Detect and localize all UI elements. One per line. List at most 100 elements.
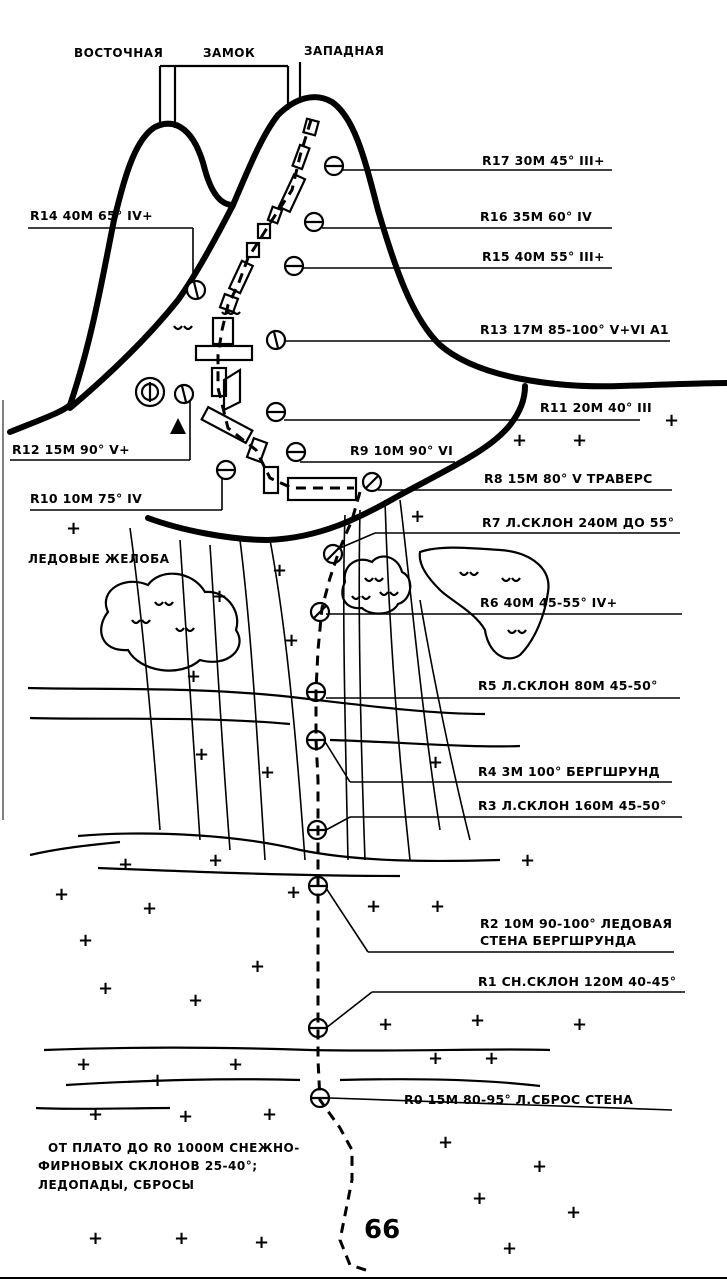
station-r17 [323, 155, 345, 177]
plus-symbol: + [98, 978, 113, 999]
label-r15: R15 40M 55° III+ [482, 249, 605, 264]
snow-icon-upper [173, 325, 193, 331]
tent-triangle [170, 418, 186, 434]
label-r11: R11 20M 40° III [540, 400, 652, 415]
label-r2-line1: R2 10M 90-100° ЛЕДОВАЯ [480, 916, 672, 931]
plus-symbol: + [378, 1014, 393, 1035]
plus-symbol: + [186, 666, 201, 687]
plus-symbol: + [502, 1238, 517, 1259]
note-line1: ОТ ПЛАТО ДО R0 1000M СНЕЖНО- [48, 1141, 300, 1155]
plus-symbol: + [228, 1054, 243, 1075]
label-r13: R13 17M 85-100° V+VI A1 [480, 322, 669, 337]
station-r14 [185, 279, 207, 301]
plus-symbol: + [572, 430, 587, 451]
terrain-lines [27, 686, 551, 1110]
plus-symbol: + [78, 930, 93, 951]
upper-route [194, 117, 358, 502]
plus-symbol: + [430, 896, 445, 917]
note-line2: ФИРНОВЫХ СКЛОНОВ 25-40°; [38, 1159, 258, 1173]
station-r11 [265, 401, 287, 423]
east-peak-ridge [7, 120, 236, 435]
ice-chute-lines [129, 499, 471, 861]
label-r12: R12 15M 90° V+ [12, 442, 130, 457]
plus-symbol: + [286, 882, 301, 903]
plus-symbol: + [272, 560, 287, 581]
plus-symbol: + [150, 1070, 165, 1091]
plus-symbol: + [174, 1228, 189, 1249]
label-r8: R8 15M 80° V ТРАВЕРС [484, 471, 653, 486]
belay-stations [173, 155, 383, 1109]
page-number: 66 [364, 1215, 400, 1245]
label-r3: R3 Л.СКЛОН 160М 45-50° [478, 798, 667, 813]
plus-symbol: + [254, 1232, 269, 1253]
plus-symbol: + [472, 1188, 487, 1209]
plus-symbol: + [118, 854, 133, 875]
plus-symbol: + [54, 884, 69, 905]
plus-symbol: + [178, 1106, 193, 1127]
label-r14: R14 40M 65° IV+ [30, 208, 153, 223]
leader-lines [10, 169, 685, 1111]
peak-label-castle: ЗАМОК [203, 46, 255, 60]
plus-symbol: + [88, 1228, 103, 1249]
plus-symbol: + [512, 430, 527, 451]
station-r12 [173, 383, 195, 405]
plus-symbol: + [428, 752, 443, 773]
plus-symbol: + [484, 1048, 499, 1069]
label-r10: R10 10M 75° IV [30, 491, 142, 506]
plus-symbol: + [532, 1156, 547, 1177]
label-r4: R4 3M 100° БЕРГШРУНД [478, 764, 660, 779]
plus-symbol: + [470, 1010, 485, 1031]
station-r9 [285, 441, 307, 463]
plus-symbol: + [520, 850, 535, 871]
label-ice-chutes: ЛЕДОВЫЕ ЖЕЛОБА [28, 552, 170, 566]
upper-route-line [216, 119, 354, 490]
label-r1: R1 СН.СКЛОН 120М 40-45° [478, 974, 676, 989]
label-r6: R6 40M 45-55° IV+ [480, 595, 617, 610]
label-r16: R16 35M 60° IV [480, 209, 592, 224]
plus-symbol: + [142, 898, 157, 919]
plus-symbol: + [188, 990, 203, 1011]
station-r10 [215, 459, 237, 481]
bivouac-marker [134, 376, 166, 408]
plus-symbol: + [88, 1104, 103, 1125]
plus-symbol: + [194, 744, 209, 765]
plus-symbol: + [410, 506, 425, 527]
plus-symbol: + [366, 896, 381, 917]
station-r13 [265, 329, 287, 351]
plateau-plus-signs: + + + + + + + + + + + + + + + + + + + + + + + + + + + + + + + + + + + + + + + +… [54, 410, 679, 1259]
label-r7: R7 Л.СКЛОН 240М ДО 55° [482, 515, 674, 530]
peak-label-west: ЗАПАДНАЯ [304, 44, 384, 58]
label-r0: R0 15M 80-95° Л.СБРОС СТЕНА [404, 1092, 633, 1107]
station-r8 [361, 471, 383, 493]
station-r6 [309, 601, 331, 623]
label-r9: R9 10M 90° VI [350, 443, 453, 458]
note-line3: ЛЕДОПАДЫ, СБРОСЫ [38, 1178, 194, 1192]
plus-symbol: + [572, 1014, 587, 1035]
label-r17: R17 30M 45° III+ [482, 153, 605, 168]
plus-symbol: + [66, 518, 81, 539]
plus-symbol: + [76, 1054, 91, 1075]
plus-symbol: + [260, 762, 275, 783]
mountain-outline [7, 94, 727, 543]
west-peak-ridge [230, 94, 727, 390]
lower-route-line [314, 491, 373, 1274]
plus-symbol: + [438, 1132, 453, 1153]
snow-field-left [100, 572, 241, 672]
plus-symbol: + [428, 1048, 443, 1069]
plus-symbol: + [566, 1202, 581, 1223]
station-r16 [303, 211, 325, 233]
plus-symbol: + [250, 956, 265, 977]
snow-field-right [418, 546, 550, 660]
plus-symbol: + [208, 850, 223, 871]
label-r5: R5 Л.СКЛОН 80М 45-50° [478, 678, 658, 693]
station-r15 [283, 255, 305, 277]
bottom-ridge [145, 383, 528, 543]
peak-label-east: ВОСТОЧНАЯ [74, 46, 163, 60]
plus-symbol: + [212, 586, 227, 607]
peak-label-connectors [158, 62, 302, 128]
plus-symbol: + [284, 630, 299, 651]
plus-symbol: + [664, 410, 679, 431]
left-ridge [67, 202, 236, 411]
plus-symbol: + [262, 1104, 277, 1125]
